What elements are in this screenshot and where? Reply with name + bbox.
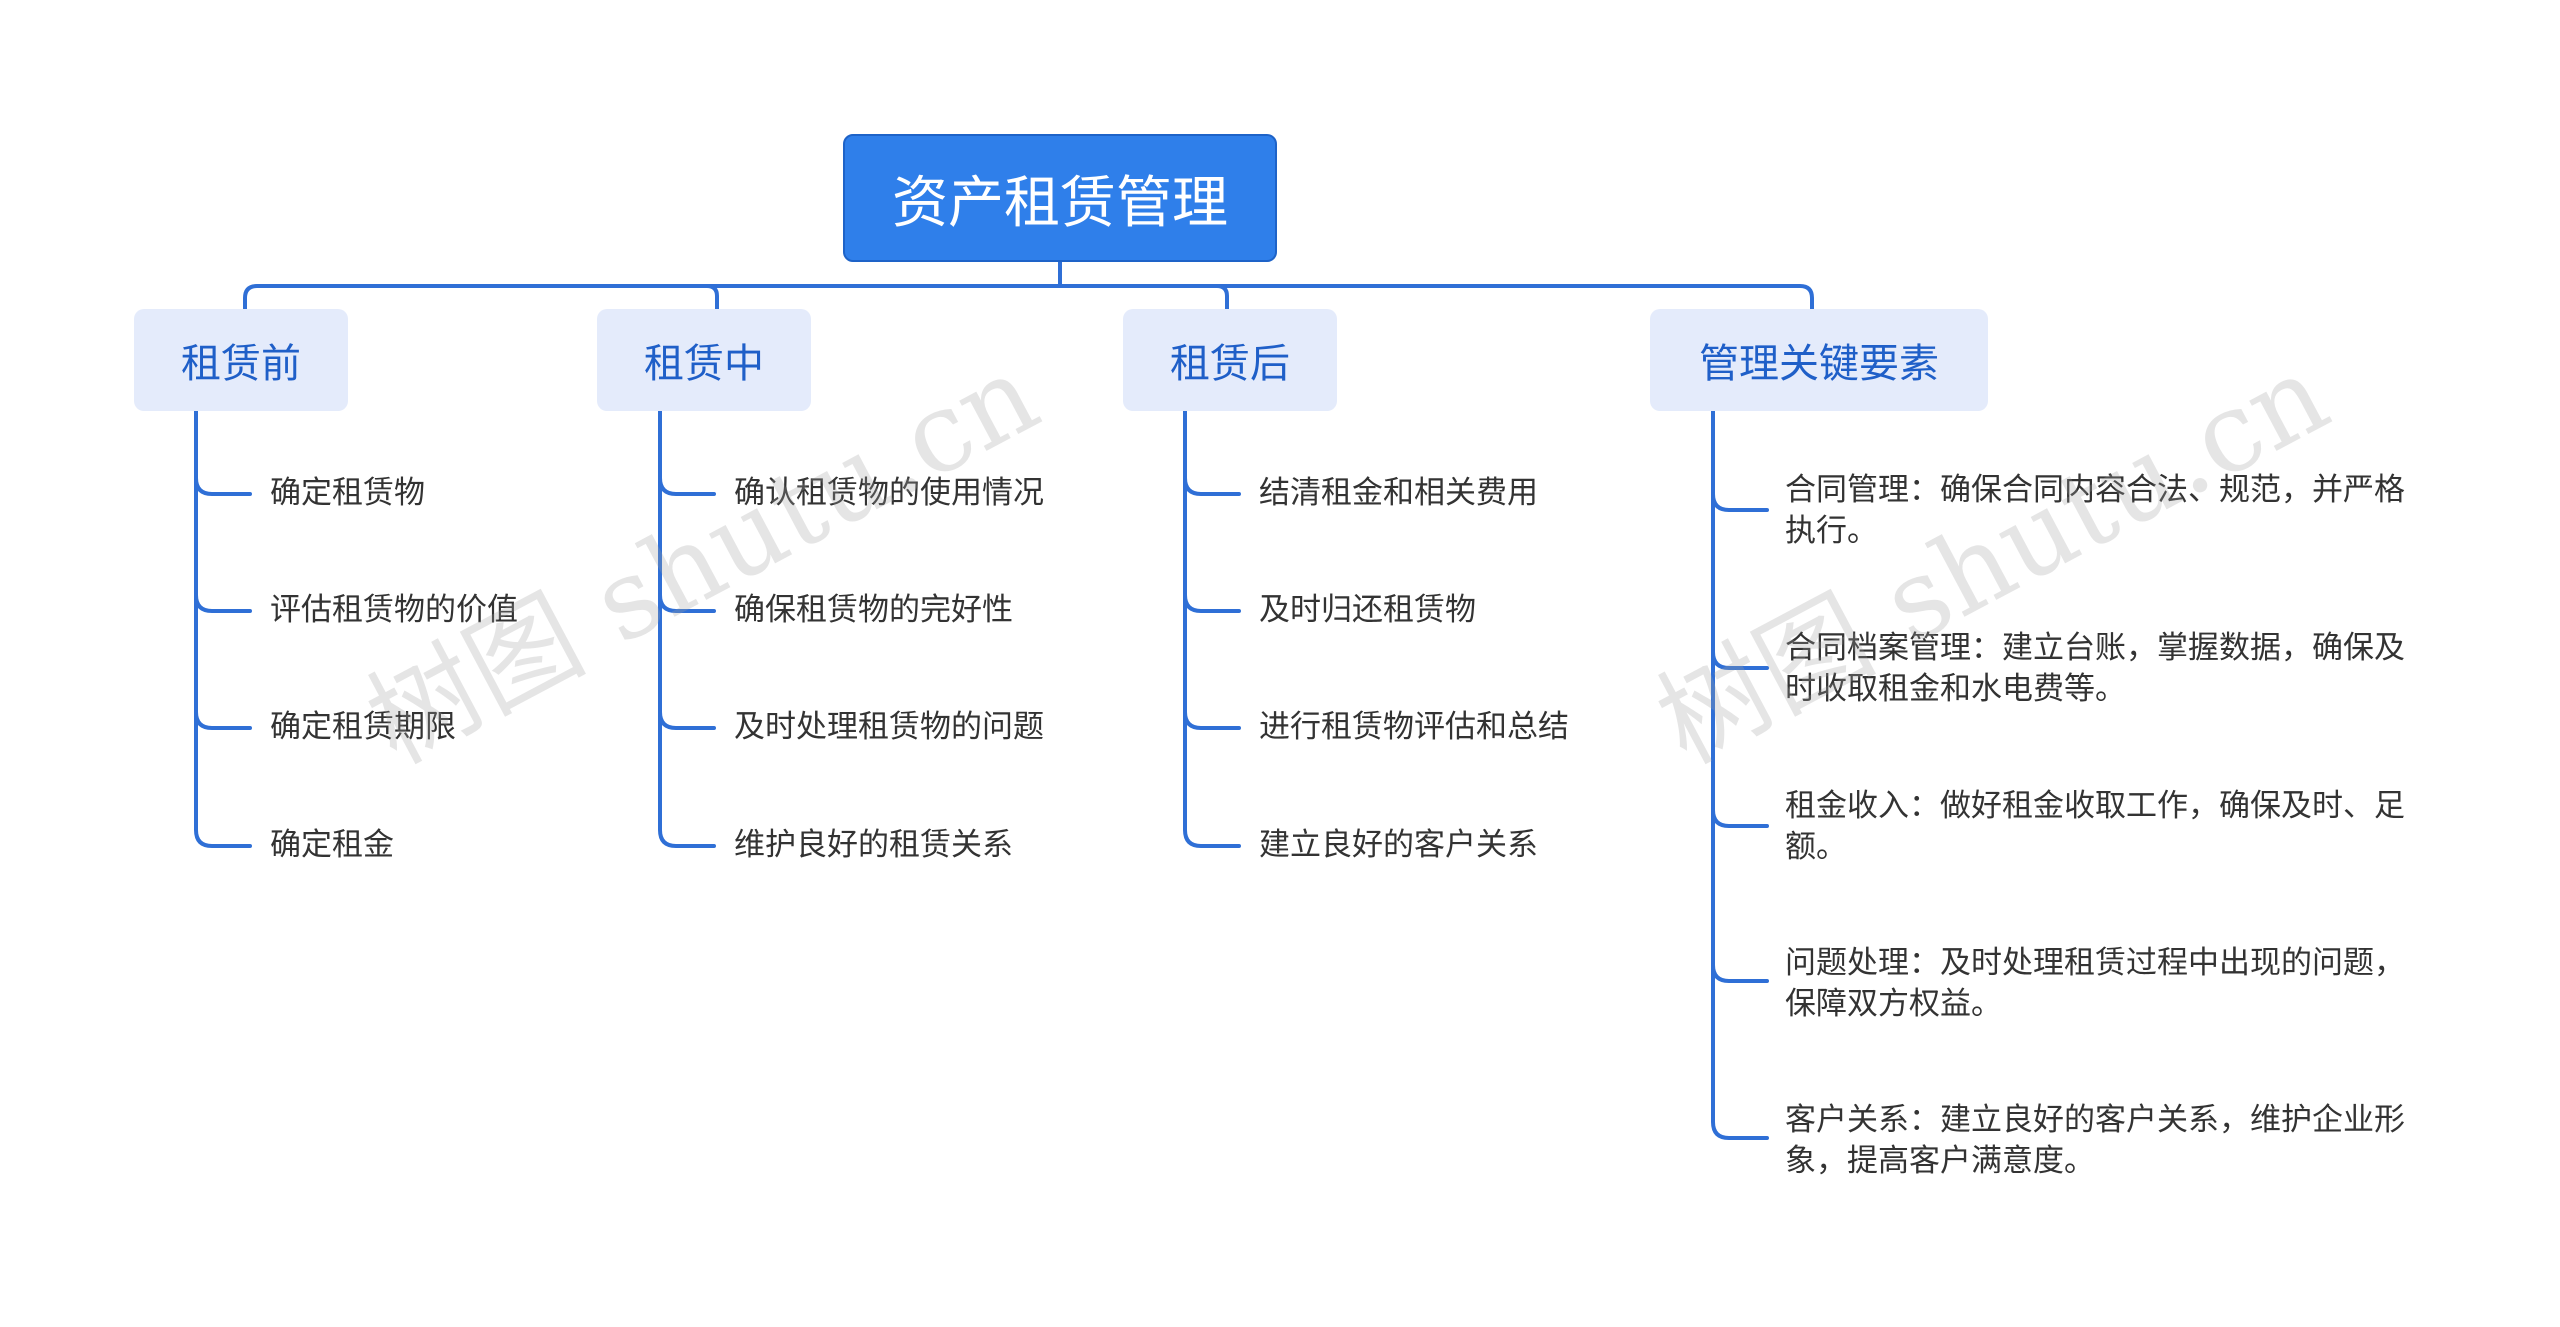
leaf-node[interactable]: 客户关系：建立良好的客户关系，维护企业形象，提高客户满意度。 bbox=[1785, 1102, 2405, 1179]
leaf-node[interactable]: 租金收入：做好租金收取工作，确保及时、足额。 bbox=[1785, 788, 2405, 865]
branch-node-after-lease[interactable]: 租赁后 bbox=[1123, 309, 1337, 411]
branch-node-during-lease[interactable]: 租赁中 bbox=[597, 309, 811, 411]
leaf-node[interactable]: 问题处理：及时处理租赁过程中出现的问题，保障双方权益。 bbox=[1785, 945, 2405, 1022]
leaf-node[interactable]: 维护良好的租赁关系 bbox=[734, 827, 1013, 863]
branch-node-before-lease[interactable]: 租赁前 bbox=[134, 309, 348, 411]
root-node[interactable]: 资产租赁管理 bbox=[843, 134, 1277, 262]
leaf-node[interactable]: 确定租金 bbox=[270, 827, 394, 863]
leaf-node[interactable]: 评估租赁物的价值 bbox=[270, 592, 518, 628]
leaf-node[interactable]: 确定租赁期限 bbox=[270, 709, 456, 745]
leaf-node[interactable]: 及时归还租赁物 bbox=[1259, 592, 1476, 628]
leaf-node[interactable]: 结清租金和相关费用 bbox=[1259, 475, 1538, 511]
leaf-node[interactable]: 进行租赁物评估和总结 bbox=[1259, 709, 1569, 745]
branch-node-key-elements[interactable]: 管理关键要素 bbox=[1650, 309, 1988, 411]
leaf-node[interactable]: 确定租赁物 bbox=[270, 475, 425, 511]
leaf-node[interactable]: 合同档案管理：建立台账，掌握数据，确保及时收取租金和水电费等。 bbox=[1785, 630, 2405, 707]
leaf-node[interactable]: 及时处理租赁物的问题 bbox=[734, 709, 1044, 745]
leaf-node[interactable]: 确保租赁物的完好性 bbox=[734, 592, 1013, 628]
leaf-node[interactable]: 确认租赁物的使用情况 bbox=[734, 475, 1044, 511]
leaf-node[interactable]: 合同管理：确保合同内容合法、规范，并严格执行。 bbox=[1785, 472, 2405, 549]
leaf-node[interactable]: 建立良好的客户关系 bbox=[1259, 827, 1538, 863]
